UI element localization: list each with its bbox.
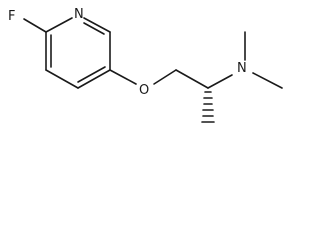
bond-c2-fluorine [23, 18, 47, 33]
bond-c4-c5 [77, 69, 111, 89]
amine-nitrogen-label: N [237, 61, 247, 76]
bond-c6-n1-inner [83, 22, 105, 35]
bond-n1-c2 [45, 17, 73, 33]
bond-chiral-carbon-amine [207, 74, 233, 89]
pyridine-ring [45, 17, 111, 89]
bond-c5-oxygen [109, 69, 137, 85]
ring-nitrogen-label: N [74, 7, 84, 22]
hashed-wedge-bond [201, 91, 215, 123]
bond-oxygen-ch2 [153, 69, 177, 85]
bond-amine-methyl-right [252, 72, 283, 89]
fluorine-label: F [8, 9, 15, 24]
bond-c6-n1 [83, 17, 111, 33]
ether-oxygen-label: O [139, 83, 149, 98]
structure-drawing: F N O N [8, 7, 283, 123]
bond-ch2-chiral-carbon [175, 69, 209, 89]
bond-c3-c4 [45, 69, 79, 89]
bond-c4-c5-inner [77, 66, 106, 83]
chemical-structure: F N O N [0, 0, 288, 132]
